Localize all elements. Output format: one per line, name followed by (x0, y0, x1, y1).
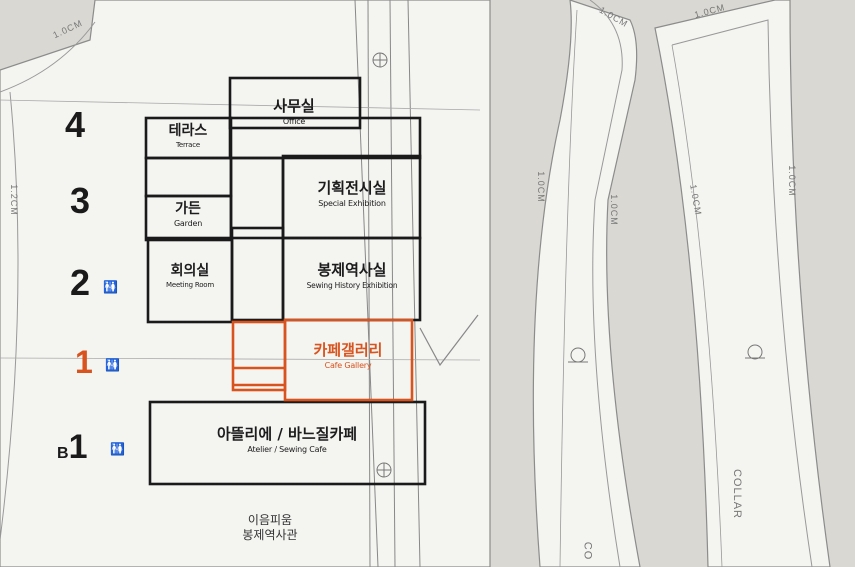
museum-name: 이음피움 봉제역사관 (225, 513, 315, 543)
floor-2-label: 2 (70, 262, 91, 303)
terrace-label: 테라스 Terrace (148, 123, 228, 150)
restroom-icon-2f: 🚻 (103, 280, 118, 294)
left-edge-line (0, 91, 19, 541)
floor-4-label: 4 (65, 104, 86, 145)
terrace-en: Terrace (175, 141, 201, 150)
atelier-box (148, 400, 427, 486)
collar-label: COLLAR (731, 468, 744, 520)
cafe-gallery-label: 카페갤러리 Cafe Gallery (288, 342, 408, 370)
cafe-gallery-box (283, 318, 414, 402)
grain-line-4 (407, 0, 421, 567)
floor-1-label: 1 (75, 344, 93, 380)
cafe-gallery-en: Cafe Gallery (324, 360, 372, 370)
collar-label-2: CO (581, 541, 594, 561)
guide-line-h2 (0, 357, 481, 361)
floor1-outline (231, 318, 414, 402)
special-exhibition-en: Special Exhibition (318, 198, 386, 208)
seam-mark-2: 1.2CM (8, 184, 19, 216)
cafe-gallery-ko: 카페갤러리 (313, 341, 383, 359)
left-pattern-piece (0, 0, 491, 567)
office-ko: 사무실 (273, 97, 315, 115)
meeting-room-en: Meeting Room (166, 281, 214, 290)
seam-mark-5: 1.0CM (608, 194, 619, 226)
special-exhibition-label: 기획전시실 Special Exhibition (286, 180, 418, 208)
museum-name-line2: 봉제역사관 (242, 528, 298, 543)
floor4-right-box (228, 116, 422, 160)
atelier-ko: 아뜰리에 / 바느질카페 (216, 425, 358, 443)
meeting-room-ko: 회의실 (170, 263, 210, 279)
guide-line-h (0, 99, 481, 111)
seam-mark-8: 1.0CM (786, 165, 797, 197)
seam-mark-4: 1.0CM (535, 171, 546, 203)
notch-circle-2 (747, 344, 763, 360)
b-prefix: B (57, 445, 69, 462)
special-exhibition-ko: 기획전시실 (317, 179, 387, 197)
atelier-label: 아뜰리에 / 바느질카페 Atelier / Sewing Cafe (152, 426, 422, 454)
garden-ko: 가든 (175, 201, 201, 217)
sewing-history-ko: 봉제역사실 (317, 261, 387, 279)
floor-b1-label: B1 B1 (57, 428, 88, 466)
grain-line-2 (367, 0, 371, 567)
garden-en: Garden (173, 219, 203, 229)
terrace-ko: 테라스 (168, 123, 208, 139)
sewing-history-en: Sewing History Exhibition (306, 280, 398, 290)
garden-label: 가든 Garden (148, 201, 228, 229)
office-en: Office (282, 116, 306, 126)
office-box (228, 76, 362, 130)
dart-mark (419, 314, 479, 367)
meeting-room-label: 회의실 Meeting Room (150, 263, 230, 290)
floor-plan-outline (144, 76, 427, 486)
middle-pattern-strip (532, 0, 641, 567)
restroom-icon-b1: 🚻 (110, 442, 125, 456)
sewing-history-label: 봉제역사실 Sewing History Exhibition (285, 262, 419, 290)
museum-name-line1: 이음피움 (247, 513, 293, 527)
atelier-en: Atelier / Sewing Cafe (247, 444, 327, 454)
floor-3-label: 3 (70, 180, 91, 221)
restroom-icon-1f: 🚻 (105, 358, 120, 372)
grain-line-3 (389, 0, 396, 567)
left-seam-line (0, 21, 96, 93)
office-label: 사무실 Office (232, 98, 356, 126)
